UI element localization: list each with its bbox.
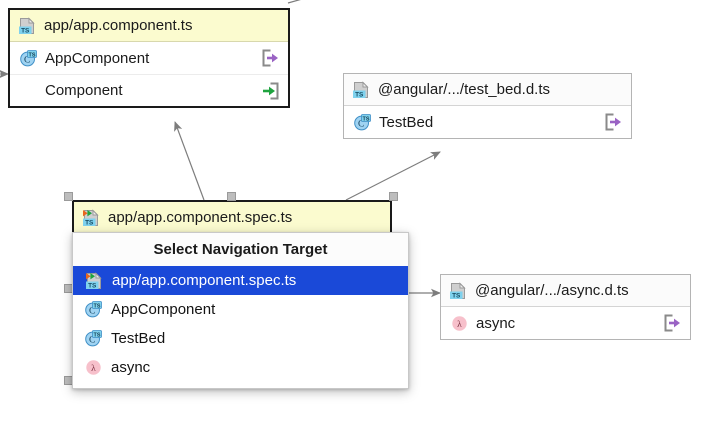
node-file-label: app/app.component.ts [44,17,193,34]
popup-item-test-bed[interactable]: C TS TestBed [73,324,408,353]
lambda-icon: λ [450,314,469,333]
svg-text:TS: TS [355,91,364,98]
node-app-component-ts[interactable]: TS app/app.component.ts C TS AppComponen… [8,8,290,108]
popup-item-async[interactable]: λ async [73,353,408,382]
node-member-row[interactable]: C TS AppComponent [10,42,288,74]
class-ts-icon: C TS [19,49,38,68]
export-arrow-icon[interactable] [663,314,682,332]
svg-text:TS: TS [29,52,36,58]
node-file-label: @angular/.../test_bed.d.ts [378,81,550,98]
node-member-row[interactable]: Component [10,74,288,106]
typescript-spec-file-icon: TS [84,271,104,291]
edge-top-stub [287,0,301,4]
popup-item-label: async [111,359,151,376]
node-member-label: TestBed [379,113,434,131]
popup-item-app-component[interactable]: C TS AppComponent [73,295,408,324]
class-ts-icon: C TS [84,300,103,319]
svg-text:TS: TS [85,219,94,226]
popup-title: Select Navigation Target [73,233,408,266]
popup-item-label: AppComponent [111,301,216,318]
popup-item-spec-file[interactable]: TS app/app.component.spec.ts [73,266,408,295]
node-member-label: AppComponent [45,49,150,67]
svg-text:λ: λ [457,319,462,330]
node-file-label: @angular/.../async.d.ts [475,282,629,299]
node-test-bed-d-ts[interactable]: TS @angular/.../test_bed.d.ts C TS TestB… [343,73,632,139]
svg-text:TS: TS [452,292,461,299]
resize-handle-n[interactable] [227,192,236,201]
node-member-label: async [476,314,516,332]
node-header[interactable]: TS @angular/.../test_bed.d.ts [344,74,631,106]
svg-text:C: C [358,119,364,129]
svg-text:TS: TS [94,332,101,338]
node-file-label: app/app.component.spec.ts [108,209,293,226]
svg-text:C: C [24,55,30,65]
lambda-icon: λ [84,358,103,377]
edge-spec-to-component [174,121,205,201]
node-member-row[interactable]: C TS TestBed [344,106,631,138]
select-navigation-target-popup[interactable]: Select Navigation Target TS app/app.comp… [72,232,409,389]
popup-item-label: app/app.component.spec.ts [112,272,297,289]
resize-handle-nw[interactable] [64,192,73,201]
svg-text:C: C [89,336,95,346]
export-arrow-icon[interactable] [261,49,280,67]
popup-item-label: TestBed [111,330,166,347]
typescript-spec-file-icon: TS [81,208,101,228]
node-header[interactable]: TS @angular/.../async.d.ts [441,275,690,307]
svg-text:TS: TS [88,282,97,289]
popup-list[interactable]: TS app/app.component.spec.ts C TS AppCom… [73,266,408,388]
typescript-file-icon: TS [17,16,37,36]
node-member-label: Component [45,82,123,99]
node-header[interactable]: TS app/app.component.spec.ts [74,202,390,234]
typescript-file-icon: TS [448,281,468,301]
node-async-d-ts[interactable]: TS @angular/.../async.d.ts λ async [440,274,691,340]
svg-text:TS: TS [363,116,370,122]
svg-text:C: C [89,307,95,317]
resize-handle-ne[interactable] [389,192,398,201]
svg-text:TS: TS [94,303,101,309]
import-arrow-icon[interactable] [261,82,280,100]
class-ts-icon: C TS [353,113,372,132]
class-ts-icon: C TS [84,329,103,348]
node-member-row[interactable]: λ async [441,307,690,339]
node-header[interactable]: TS app/app.component.ts [10,10,288,42]
export-arrow-icon[interactable] [604,113,623,131]
svg-text:λ: λ [91,363,96,374]
typescript-file-icon: TS [351,80,371,100]
svg-text:TS: TS [21,27,30,34]
